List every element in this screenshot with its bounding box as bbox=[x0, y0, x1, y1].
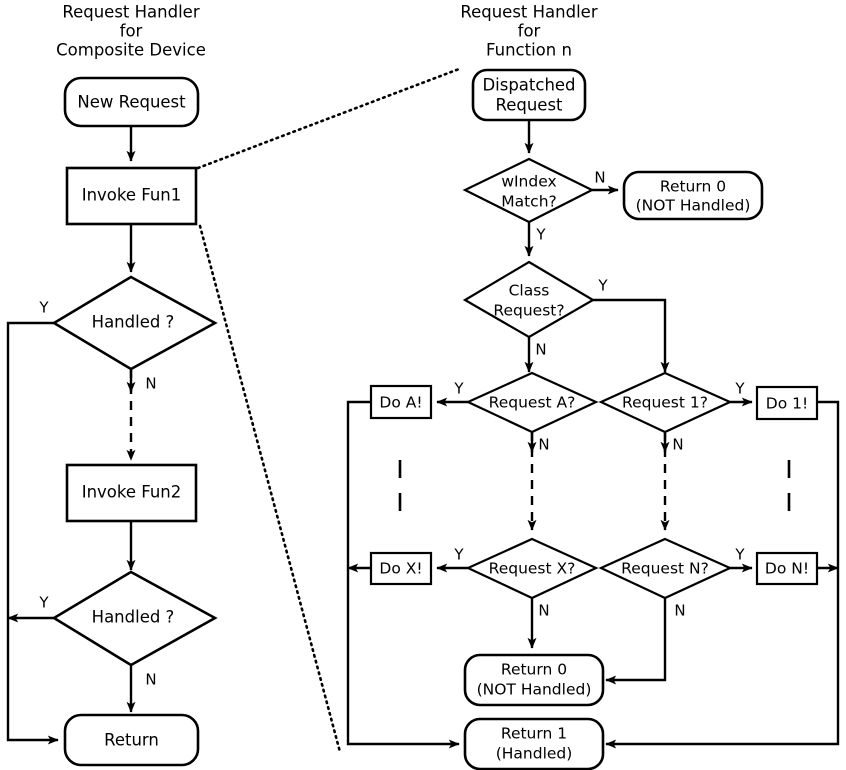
node-return1-bottom-line1: Return 1 bbox=[501, 725, 567, 743]
edge-label-handled1-no: N bbox=[145, 375, 156, 393]
node-handled-2[interactable]: Handled ? bbox=[51, 570, 218, 667]
node-windex-match[interactable]: wIndex Match? bbox=[462, 157, 595, 224]
node-return0-bottom-line1: Return 0 bbox=[501, 661, 567, 679]
node-invoke-fun1-label: Invoke Fun1 bbox=[82, 186, 182, 205]
node-request-1-label: Request 1? bbox=[622, 394, 708, 412]
node-handled-1-label: Handled ? bbox=[92, 313, 175, 332]
node-request-n-label: Request N? bbox=[621, 560, 709, 578]
edge-label-handled2-no: N bbox=[145, 671, 156, 689]
node-new-request[interactable]: New Request bbox=[63, 76, 200, 128]
node-return0-top[interactable]: Return 0 (NOT Handled) bbox=[622, 170, 764, 221]
edge-class-yes-to-request1 bbox=[593, 298, 670, 373]
edge-label-class-no: N bbox=[535, 341, 546, 359]
edge-label-requestn-no: N bbox=[674, 602, 685, 620]
node-invoke-fun1[interactable]: Invoke Fun1 bbox=[65, 166, 198, 226]
node-do-x[interactable]: Do X! bbox=[369, 551, 433, 586]
node-dispatched-request-line1: Dispatched bbox=[482, 76, 575, 95]
node-class-request-line1: Class bbox=[509, 282, 550, 300]
node-request-a-label: Request A? bbox=[489, 394, 576, 412]
node-do-1-label: Do 1! bbox=[766, 395, 808, 413]
edge-label-requestn-yes: Y bbox=[734, 546, 745, 564]
node-return0-top-line1: Return 0 bbox=[660, 178, 726, 196]
title-right: Request Handler for Function n bbox=[460, 3, 597, 60]
edge-handled1-yes-to-return bbox=[6, 321, 59, 745]
edge-label-request1-no: N bbox=[672, 436, 683, 454]
node-windex-match-line2: Match? bbox=[501, 193, 557, 211]
node-new-request-label: New Request bbox=[77, 93, 186, 112]
title-right-line2: for bbox=[518, 22, 541, 41]
dotted-connector-top bbox=[196, 67, 461, 170]
edge-label-class-yes: Y bbox=[597, 277, 608, 295]
node-do-1[interactable]: Do 1! bbox=[755, 385, 819, 421]
node-do-a-label: Do A! bbox=[379, 394, 422, 412]
node-windex-match-line1: wIndex bbox=[501, 173, 556, 191]
node-return0-top-line2: (NOT Handled) bbox=[636, 197, 751, 215]
node-request-n[interactable]: Request N? bbox=[598, 537, 733, 600]
node-handled-1[interactable]: Handled ? bbox=[51, 275, 218, 371]
node-return0-bottom-line2: (NOT Handled) bbox=[477, 681, 592, 699]
node-dispatched-request-line2: Request bbox=[495, 96, 563, 115]
node-return[interactable]: Return bbox=[63, 713, 200, 767]
node-do-n[interactable]: Do N! bbox=[755, 551, 819, 586]
edge-label-requesta-yes: Y bbox=[453, 380, 464, 398]
title-left-line2: for bbox=[120, 22, 143, 41]
edge-label-request1-yes: Y bbox=[734, 380, 745, 398]
node-invoke-fun2[interactable]: Invoke Fun2 bbox=[65, 463, 198, 523]
dotted-connector-bottom bbox=[198, 224, 342, 754]
edge-label-requestx-yes: Y bbox=[453, 546, 464, 564]
edge-label-handled1-yes: Y bbox=[38, 299, 49, 317]
node-do-n-label: Do N! bbox=[765, 560, 809, 578]
title-right-line1: Request Handler bbox=[460, 3, 597, 22]
node-dispatched-request[interactable]: Dispatched Request bbox=[471, 68, 587, 122]
title-left: Request Handler for Composite Device bbox=[56, 3, 206, 60]
node-return-label: Return bbox=[104, 731, 159, 750]
node-return1-bottom[interactable]: Return 1 (Handled) bbox=[463, 717, 605, 770]
node-class-request-line2: Request? bbox=[493, 302, 564, 320]
node-invoke-fun2-label: Invoke Fun2 bbox=[82, 483, 182, 502]
node-handled-2-label: Handled ? bbox=[92, 608, 175, 627]
edge-label-handled2-yes: Y bbox=[38, 594, 49, 612]
edge-do1-rail-to-return1 bbox=[605, 400, 840, 749]
edge-label-windex-no: N bbox=[594, 169, 605, 187]
node-do-x-label: Do X! bbox=[379, 560, 422, 578]
edge-requestn-no-to-return0 bbox=[605, 598, 667, 685]
title-right-line3: Function n bbox=[486, 41, 572, 60]
edge-label-windex-yes: Y bbox=[535, 226, 546, 244]
node-do-a[interactable]: Do A! bbox=[369, 384, 433, 420]
node-request-x[interactable]: Request X? bbox=[465, 537, 599, 600]
node-return1-bottom-line2: (Handled) bbox=[496, 745, 573, 763]
node-request-a[interactable]: Request A? bbox=[465, 371, 599, 434]
title-left-line1: Request Handler bbox=[62, 3, 199, 22]
node-return0-bottom[interactable]: Return 0 (NOT Handled) bbox=[463, 653, 605, 707]
title-left-line3: Composite Device bbox=[56, 41, 206, 60]
edge-label-requesta-no: N bbox=[538, 436, 549, 454]
node-request-1[interactable]: Request 1? bbox=[598, 371, 733, 434]
node-request-x-label: Request X? bbox=[489, 560, 576, 578]
edge-doa-rail-to-return1 bbox=[346, 400, 460, 749]
edge-label-requestx-no: N bbox=[538, 602, 549, 620]
node-class-request[interactable]: Class Request? bbox=[462, 260, 596, 339]
